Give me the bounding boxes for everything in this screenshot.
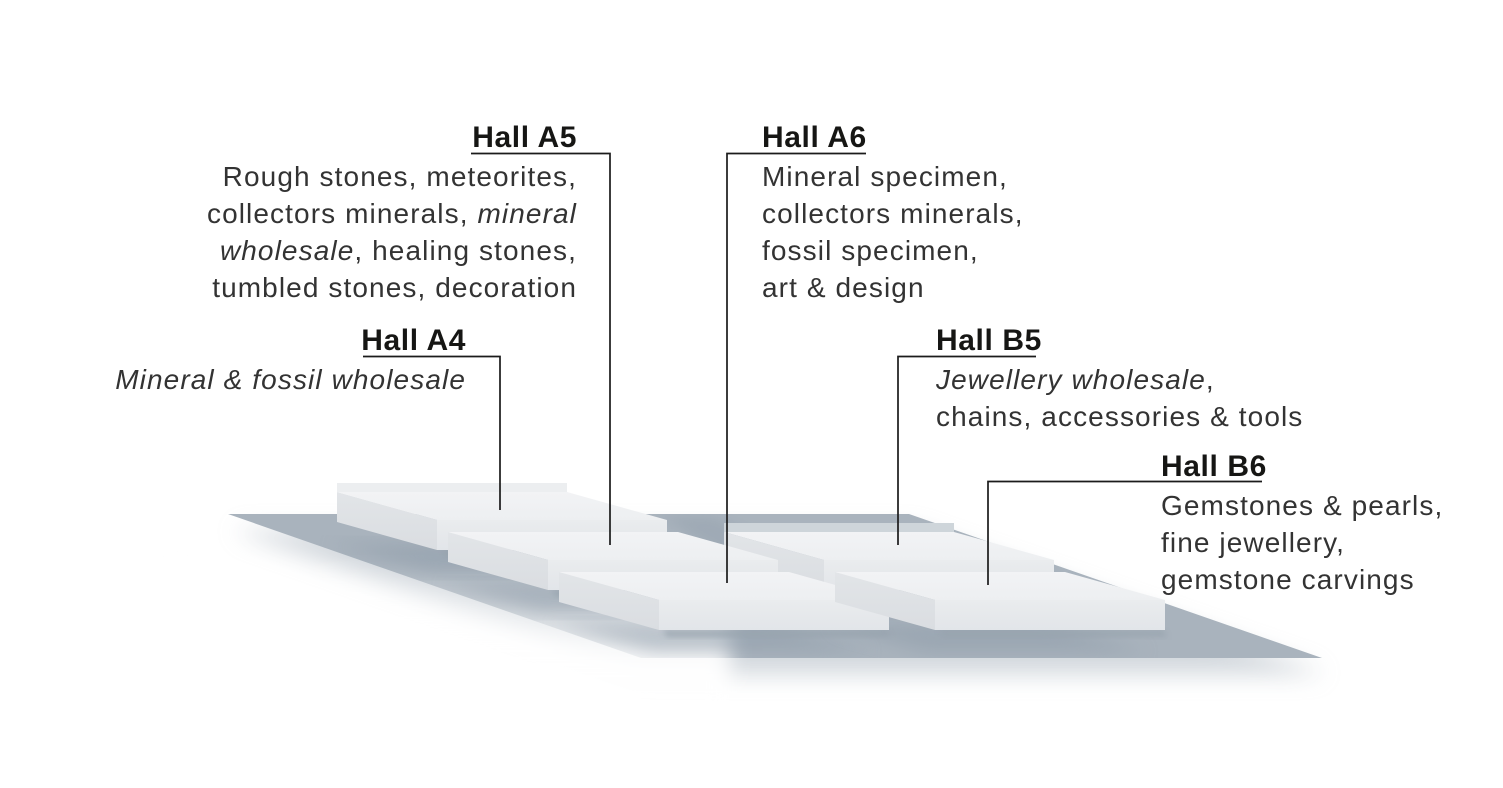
hall-a4-description: Mineral & fossil wholesale: [115, 364, 466, 395]
hall-b6-slab: [835, 572, 1165, 630]
hall-a5-title: Hall A5: [472, 121, 577, 154]
hall-a6-title: Hall A6: [762, 121, 867, 154]
hall-b6-title: Hall B6: [1161, 450, 1267, 483]
hall-a5-leader-line: [471, 152, 611, 545]
hall-b5-label: Hall B5 Jewellery wholesale,chains, acce…: [936, 324, 1303, 435]
hall-b5-title: Hall B5: [936, 324, 1042, 357]
hall-b5-description: Jewellery wholesale,chains, accessories …: [936, 364, 1304, 432]
hall-b6-leader-line: [987, 480, 1262, 585]
hall-b6-description: Gemstones & pearls,fine jewellery,gemsto…: [1161, 490, 1444, 595]
hall-a5-label: Hall A5 Rough stones, meteorites,collect…: [207, 121, 577, 306]
hall-a4-leader-line: [363, 355, 501, 510]
hall-a5-description: Rough stones, meteorites,collectors mine…: [206, 161, 577, 303]
hall-a6-leader-line: [726, 152, 866, 583]
hall-a6-description: Mineral specimen,collectors minerals,fos…: [762, 161, 1024, 303]
hall-a6-label: Hall A6 Mineral specimen,collectors mine…: [762, 121, 1024, 306]
hall-b5-back-strip: [724, 523, 954, 532]
hall-a4-title: Hall A4: [361, 324, 466, 357]
hall-b5-leader-line: [897, 355, 1036, 545]
hall-a4-back-strip: [337, 483, 567, 492]
hall-a6-slab: [559, 572, 889, 630]
hall-a4-label: Hall A4 Mineral & fossil wholesale: [115, 324, 466, 398]
hall-b6-label: Hall B6 Gemstones & pearls,fine jeweller…: [1161, 450, 1443, 598]
